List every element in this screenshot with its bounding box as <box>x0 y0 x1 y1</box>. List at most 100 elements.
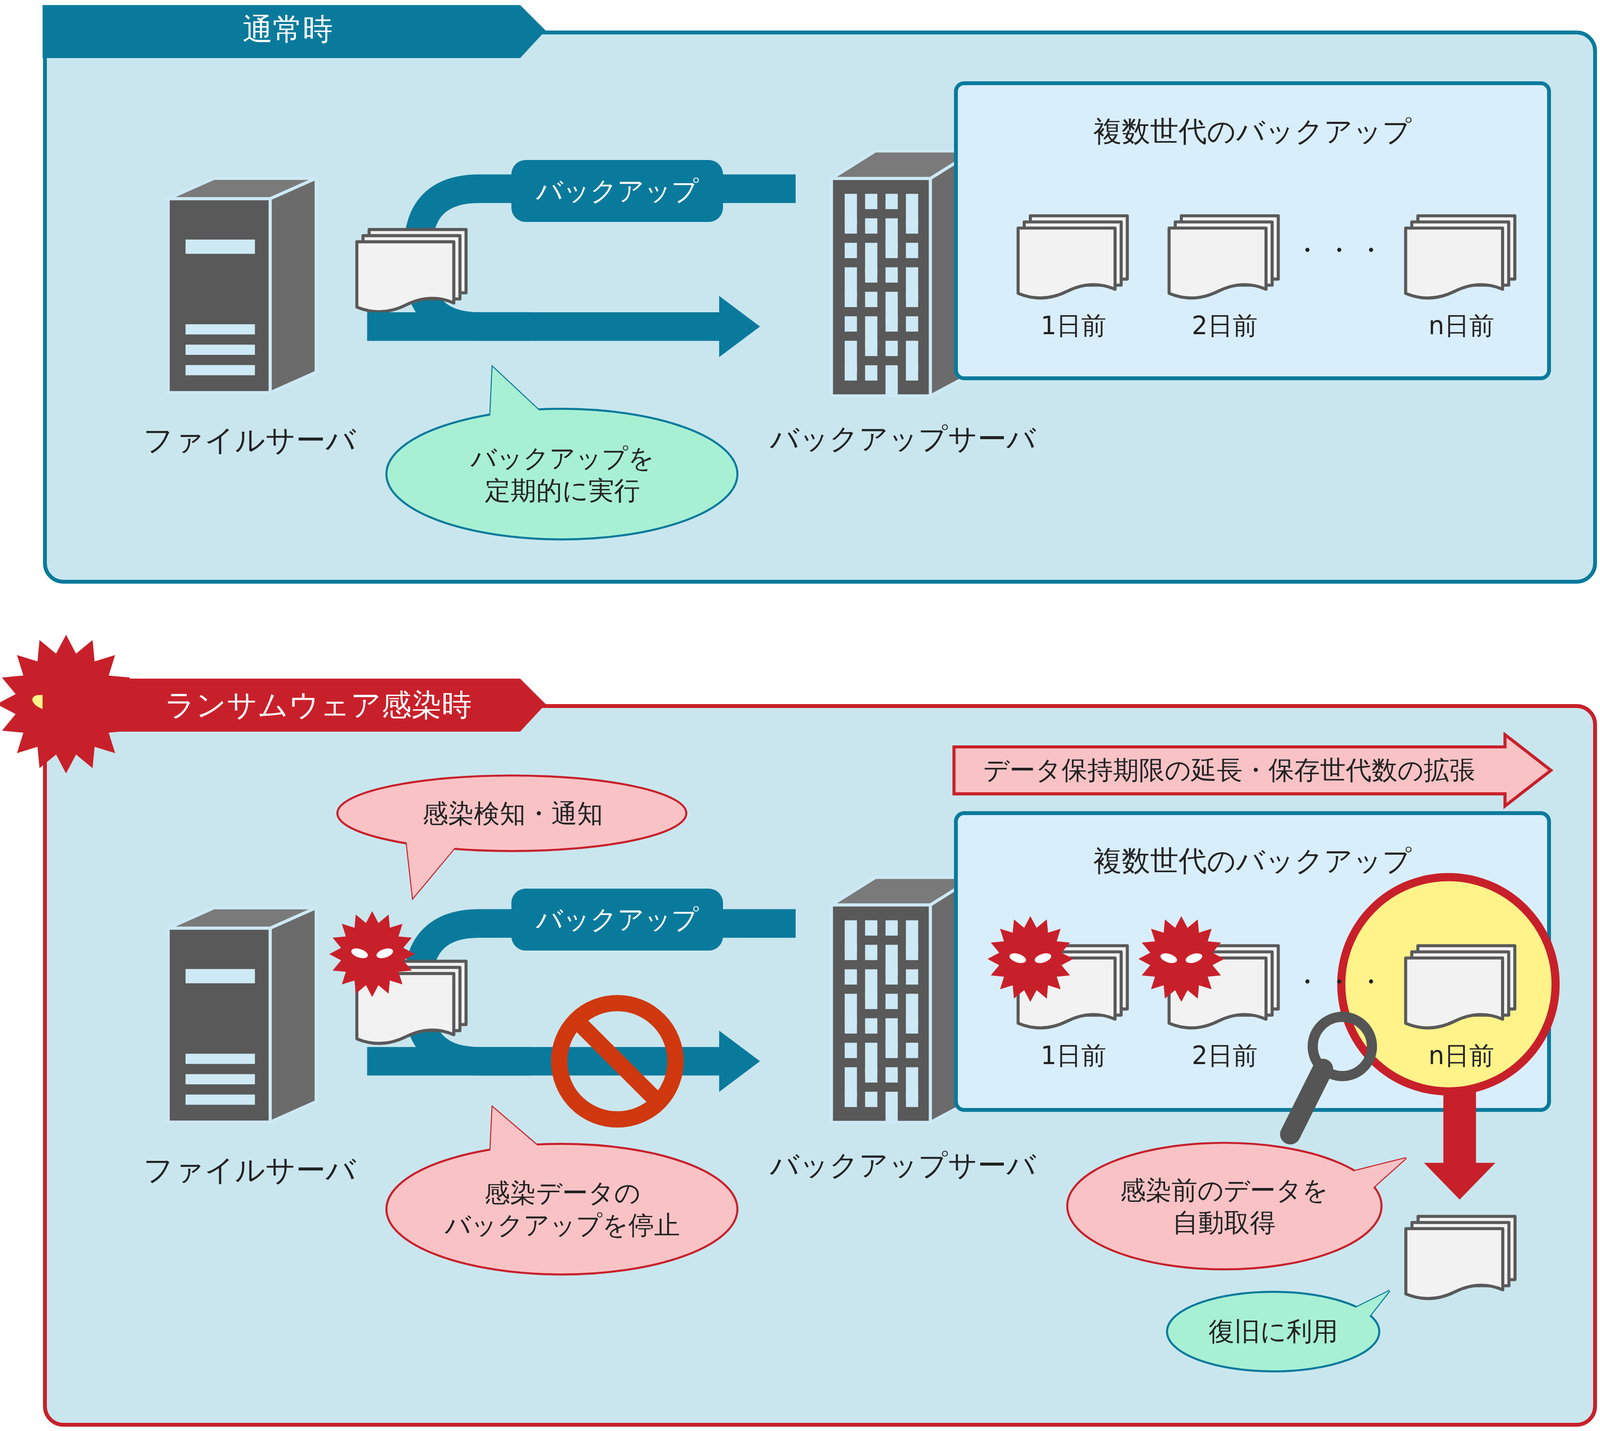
bubble-shape <box>1066 1142 1383 1271</box>
section-tab <box>42 4 546 58</box>
server-cell <box>905 1091 918 1108</box>
generation-label: 1日前 <box>1040 1040 1107 1072</box>
server-cell <box>905 969 918 985</box>
server-front <box>168 198 271 393</box>
bubble-tail <box>1344 1157 1406 1202</box>
server-cell <box>905 242 918 259</box>
virus-eye <box>350 946 370 960</box>
backup-generation: n日前 <box>1402 213 1520 342</box>
doc-page <box>1405 227 1503 299</box>
server-cell <box>905 218 918 234</box>
bubble-body <box>386 1143 738 1275</box>
server-cell <box>885 1091 898 1123</box>
magnifier-glass <box>1312 1016 1373 1077</box>
file-server: ファイルサーバ <box>132 892 368 1189</box>
backup-generation: n日前 <box>1402 943 1520 1072</box>
server-label: ファイルサーバ <box>143 1151 357 1189</box>
virus-body <box>1138 915 1225 1002</box>
edge-label: バックアップ <box>511 888 724 951</box>
section-panel: ランサムウェア感染時データ保持期限の延長・保存世代数の拡張感染検知・通知ファイル… <box>43 704 1597 1427</box>
prohibit-ring <box>559 1003 676 1120</box>
bubble-tail <box>1344 1290 1390 1329</box>
callout-bubble: 感染検知・通知 <box>336 775 689 853</box>
server-cell <box>864 944 877 960</box>
doc-page <box>1405 957 1503 1028</box>
callout-bubble: バックアップを 定期的に実行 <box>385 407 740 541</box>
server-cell <box>844 1018 857 1034</box>
server-cell <box>905 1042 918 1059</box>
bubble-body <box>1067 1142 1382 1270</box>
server-cell <box>844 969 857 985</box>
virus-eye <box>375 946 395 960</box>
server-cell <box>864 340 877 357</box>
doc-page <box>1169 227 1266 299</box>
server-cell <box>844 242 857 259</box>
server-cell <box>905 1018 918 1034</box>
bubble-tail <box>406 834 459 898</box>
backup-generation: 2日前 <box>1166 943 1284 1072</box>
section-panel: 通常時ファイルサーババックアップを 定期的に実行バックアップサーバ複数世代のバッ… <box>43 30 1597 584</box>
virus-eye <box>1008 951 1028 965</box>
generation-label: n日前 <box>1428 1040 1495 1072</box>
server-cell <box>885 1067 898 1083</box>
prohibit-slash <box>577 1021 658 1102</box>
server-cell <box>864 1067 877 1083</box>
bubble-body <box>386 409 738 540</box>
callout-bubble: 復旧に利用 <box>1166 1290 1381 1373</box>
server-side <box>270 907 317 1123</box>
server-cell <box>864 1018 877 1034</box>
bubble-tail <box>489 367 556 434</box>
bubble-tail <box>489 1107 556 1169</box>
server-cell <box>864 291 877 308</box>
arrow-head <box>719 295 760 357</box>
server-cell <box>905 316 918 332</box>
callout-text: 感染前のデータを 自動取得 <box>1096 1174 1352 1239</box>
server-cell <box>864 993 877 1010</box>
server-icon <box>132 163 368 459</box>
server-front <box>168 928 271 1123</box>
server-slot <box>185 365 255 376</box>
server-cell <box>885 1042 898 1059</box>
ellipsis-mark: ・・・ <box>1294 965 1390 998</box>
server-cell <box>864 920 877 936</box>
bubble-body <box>337 775 687 852</box>
server-cell <box>864 1091 877 1108</box>
bubble-shape <box>385 1142 740 1276</box>
server-label: バックアップサーバ <box>769 1147 1037 1184</box>
server-cell <box>844 944 857 960</box>
server-cell <box>885 242 898 259</box>
virus-eye <box>1184 951 1204 965</box>
server-cell <box>885 969 898 985</box>
store-title: 複数世代のバックアップ <box>1093 843 1412 880</box>
server-cell <box>905 944 918 960</box>
server-cell <box>844 218 857 234</box>
server-slot <box>185 344 255 355</box>
bubble-tail <box>489 1107 556 1169</box>
label-holder: バックアップ <box>0 0 212 62</box>
bubble-tail <box>489 367 556 434</box>
label-holder: ・・・ <box>0 0 96 33</box>
backup-generation: 1日前 <box>1015 213 1133 342</box>
file-server: ファイルサーバ <box>132 163 368 459</box>
server-front <box>831 904 931 1123</box>
server-cell <box>844 1042 857 1059</box>
bubble-shape <box>385 407 740 541</box>
backup-store: 複数世代のバックアップ1日前2日前n日前 <box>953 81 1551 381</box>
server-cell <box>885 267 898 283</box>
server-cell <box>864 365 877 381</box>
arrow-body <box>953 734 1551 807</box>
server-cell <box>885 993 898 1010</box>
section-title: ランサムウェア感染時 <box>164 686 472 725</box>
callout-text: 復旧に利用 <box>1208 1315 1339 1348</box>
callout-bubble: 感染前のデータを 自動取得 <box>1066 1142 1383 1271</box>
server-slot <box>185 1074 255 1085</box>
server-cell <box>885 316 898 332</box>
callout-text: 感染検知・通知 <box>422 797 604 830</box>
server-cell <box>885 340 898 357</box>
bubble-tail <box>406 834 459 898</box>
server-slot <box>185 1053 255 1065</box>
generation-label: 2日前 <box>1191 310 1258 342</box>
flow-line <box>367 1046 720 1076</box>
doc-page <box>356 241 454 312</box>
